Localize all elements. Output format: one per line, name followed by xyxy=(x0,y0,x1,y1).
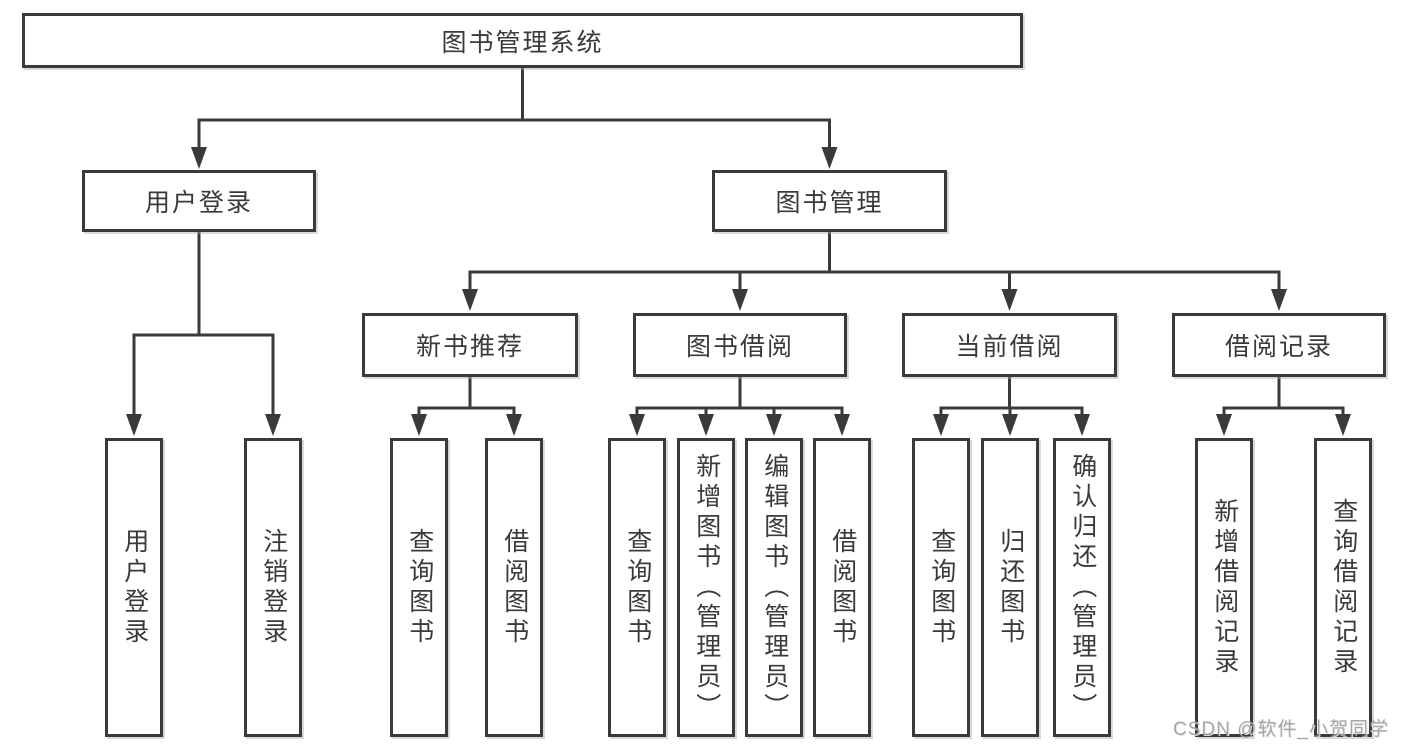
leaf-nbr-borrow-books-label: 借阅图书 xyxy=(500,527,529,648)
leaf-cb-return-books-label: 归还图书 xyxy=(996,527,1025,648)
leaf-logout-label: 注销登录 xyxy=(259,527,288,648)
leaf-cb-return-books: 归还图书 xyxy=(981,438,1039,737)
node-borrow-record: 借阅记录 xyxy=(1172,313,1386,377)
watermark: CSDN @软件_小贺同学 xyxy=(1173,719,1389,740)
leaf-bb-borrow-books-label: 借阅图书 xyxy=(828,527,857,648)
node-book-borrow: 图书借阅 xyxy=(633,313,847,377)
node-root: 图书管理系统 xyxy=(22,13,1023,68)
node-user-login-label: 用户登录 xyxy=(144,189,253,217)
leaf-nbr-query-books: 查询图书 xyxy=(390,438,448,737)
leaf-br-add-record-label: 新增借阅记录 xyxy=(1210,497,1239,678)
node-current-borrow-label: 当前借阅 xyxy=(955,333,1064,361)
leaf-bb-query-books: 查询图书 xyxy=(608,438,666,737)
node-new-book-recommend-label: 新书推荐 xyxy=(415,333,524,361)
leaf-bb-edit-book-admin: 编辑图书（管理员） xyxy=(745,438,803,737)
node-user-login: 用户登录 xyxy=(82,170,316,232)
leaf-cb-confirm-return-admin: 确认归还（管理员） xyxy=(1053,438,1111,737)
node-book-management: 图书管理 xyxy=(712,170,947,232)
leaf-bb-edit-book-admin-label: 编辑图书（管理员） xyxy=(760,452,789,723)
leaf-user-login: 用户登录 xyxy=(105,438,163,737)
leaf-cb-query-books: 查询图书 xyxy=(912,438,970,737)
node-new-book-recommend: 新书推荐 xyxy=(362,313,578,377)
node-book-borrow-label: 图书借阅 xyxy=(685,333,794,361)
leaf-bb-query-books-label: 查询图书 xyxy=(623,527,652,648)
node-root-label: 图书管理系统 xyxy=(441,28,604,57)
leaf-logout: 注销登录 xyxy=(244,438,302,737)
arrowhead-icon xyxy=(126,147,1351,436)
leaf-br-query-record-label: 查询借阅记录 xyxy=(1329,497,1358,678)
node-current-borrow: 当前借阅 xyxy=(902,313,1117,377)
leaf-user-login-label: 用户登录 xyxy=(120,527,149,648)
leaf-nbr-query-books-label: 查询图书 xyxy=(405,527,434,648)
leaf-bb-add-book-admin: 新增图书（管理员） xyxy=(677,438,735,737)
leaf-bb-add-book-admin-label: 新增图书（管理员） xyxy=(692,452,721,723)
leaf-nbr-borrow-books: 借阅图书 xyxy=(485,438,543,737)
node-book-management-label: 图书管理 xyxy=(775,189,884,217)
leaf-cb-confirm-return-admin-label: 确认归还（管理员） xyxy=(1068,452,1097,723)
leaf-br-add-record: 新增借阅记录 xyxy=(1195,438,1253,737)
leaf-bb-borrow-books: 借阅图书 xyxy=(813,438,871,737)
leaf-cb-query-books-label: 查询图书 xyxy=(927,527,956,648)
leaf-br-query-record: 查询借阅记录 xyxy=(1314,438,1372,737)
node-borrow-record-label: 借阅记录 xyxy=(1224,333,1333,361)
